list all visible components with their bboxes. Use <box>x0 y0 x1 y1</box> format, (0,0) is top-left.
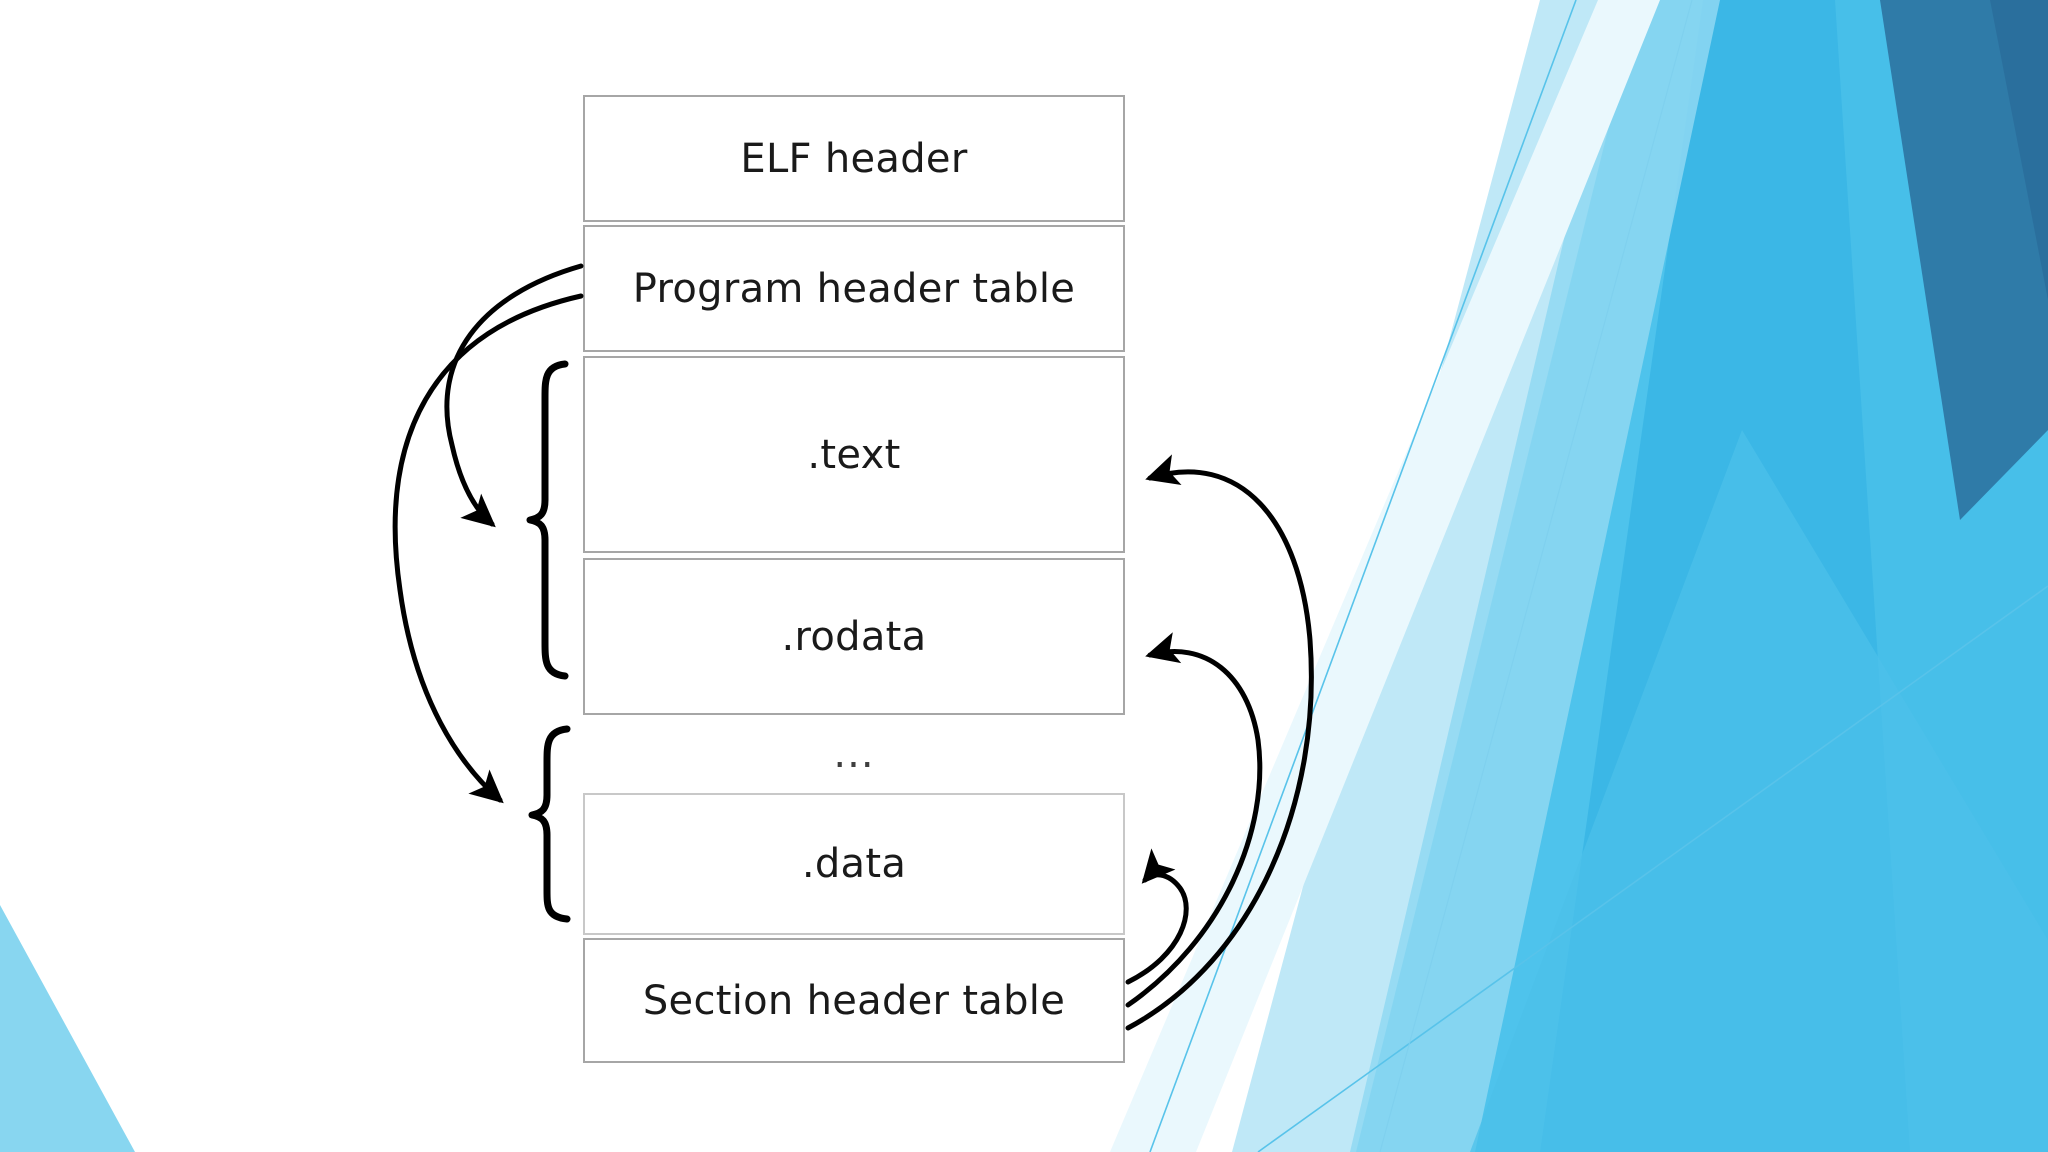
segment-label-elf-header: ELF header <box>740 135 968 182</box>
segment-box-section-header-table: Section header table <box>583 938 1125 1063</box>
segment-label-program-header-table: Program header table <box>632 265 1076 312</box>
segment-box-data: .data <box>583 793 1125 935</box>
segment-box-rodata: .rodata <box>583 558 1125 715</box>
segment-label-text: .text <box>807 431 901 478</box>
segment-label-ellipsis: ... <box>833 731 875 777</box>
segment-label-data: .data <box>801 841 907 887</box>
segment-box-elf-header: ELF header <box>583 95 1125 222</box>
segment-label-rodata: .rodata <box>781 613 927 660</box>
segment-label-section-header-table: Section header table <box>642 977 1066 1024</box>
segment-box-text: .text <box>583 356 1125 553</box>
segment-box-program-header-table: Program header table <box>583 225 1125 352</box>
